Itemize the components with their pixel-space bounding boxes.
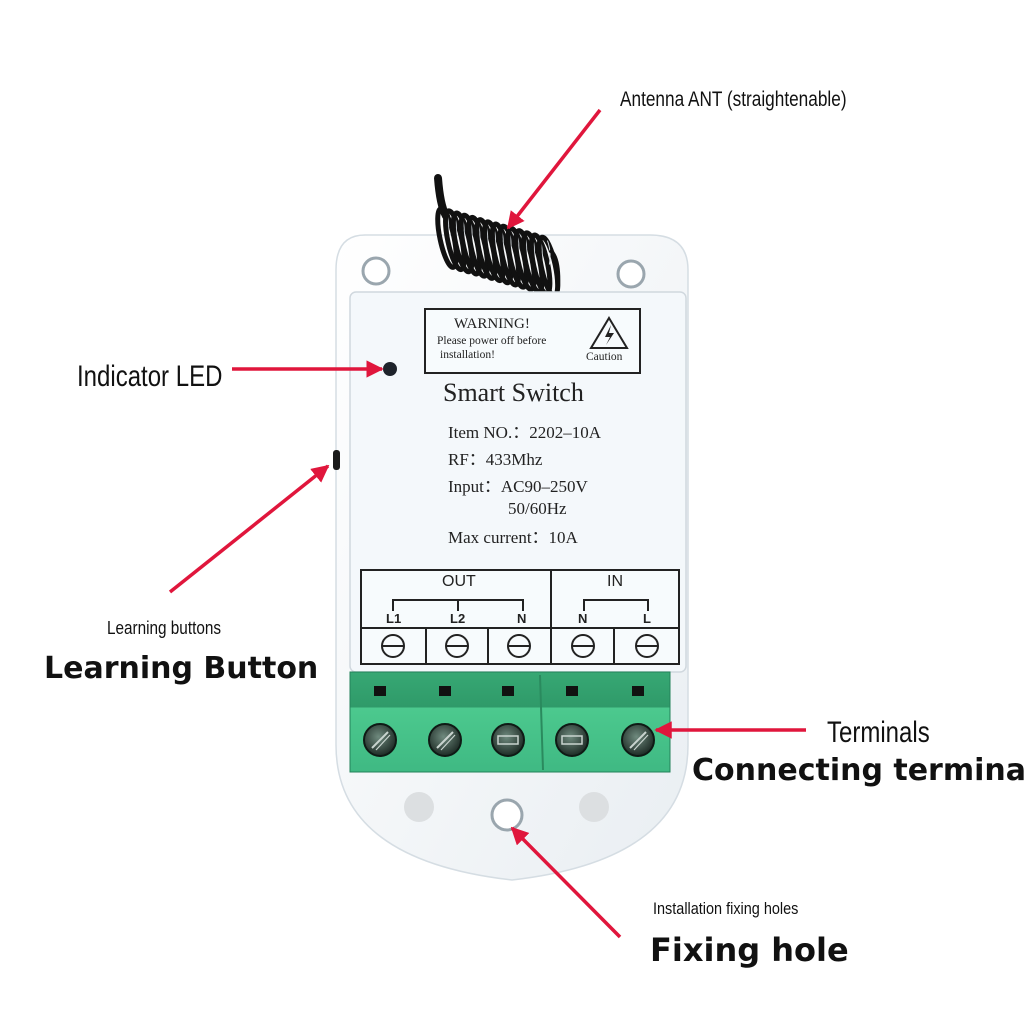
callout-fixing-small: Installation fixing holes [653,899,799,918]
indicator-led [383,362,397,376]
warning-label [424,308,641,374]
wire-entry-hole [566,686,578,696]
product-name: Smart Switch [443,378,584,407]
pin-out-l2: L2 [450,611,466,626]
callout-terminals-small: Terminals [827,716,930,749]
callout-arrows [168,108,806,939]
callout-fixing-big: Fixing hole [650,931,849,969]
screw-slot [629,731,647,749]
callout-learning-small: Learning buttons [107,618,221,638]
terminal-screw[interactable] [555,723,589,757]
mounting-hole-top-left [361,256,391,286]
fixing-hole-right [579,792,609,822]
terminal-out-label: OUT [442,573,476,590]
high-voltage-triangle-icon [589,316,629,349]
pin-in-l: L [643,611,651,626]
callout-learning-big: Learning Button [44,651,319,686]
spec-rf: RF：433Mhz [448,450,543,469]
spec-frequency: 50/60Hz [508,499,567,518]
screw-slot [375,734,391,751]
fixing-hole-center [490,798,524,832]
arrow-antenna [506,108,602,230]
pin-out-l1: L1 [386,611,402,626]
callout-terminals-big: Connecting terminal [692,753,1024,788]
pin-out-n: N [517,611,527,626]
screw-slot [497,735,519,745]
terminal-block [349,671,671,773]
screw-slot [561,735,583,745]
screw-slot [371,731,389,749]
learning-button[interactable] [333,450,340,470]
callout-antenna-label: Antenna ANT (straightenable) [620,88,847,111]
screw-slot [633,734,649,751]
warning-title: WARNING! [454,316,530,332]
wire-entry-hole [439,686,451,696]
arrow-fixing-hole [510,826,622,939]
wire-entry-hole [502,686,514,696]
terminal-in-label: IN [607,573,623,590]
wire-entry-hole [632,686,644,696]
terminal-screw[interactable] [491,723,525,757]
callout-led-label: Indicator LED [77,360,223,393]
wire-entry-hole [374,686,386,696]
warning-line-1: Please power off before [437,335,547,347]
caution-label: Caution [586,351,623,363]
spec-input: Input：AC90–250V [448,477,588,496]
warning-line-2: installation! [440,349,495,361]
arrow-learning-button [168,464,330,594]
terminal-panel [360,569,680,665]
mounting-hole-top-right [616,259,646,289]
fixing-hole-left [404,792,434,822]
pin-in-n: N [578,611,588,626]
spec-max-current: Max current：10A [448,528,578,547]
screw-slot [436,731,454,749]
spec-item-no: Item NO.：2202–10A [448,423,601,442]
screw-slot [440,734,456,751]
